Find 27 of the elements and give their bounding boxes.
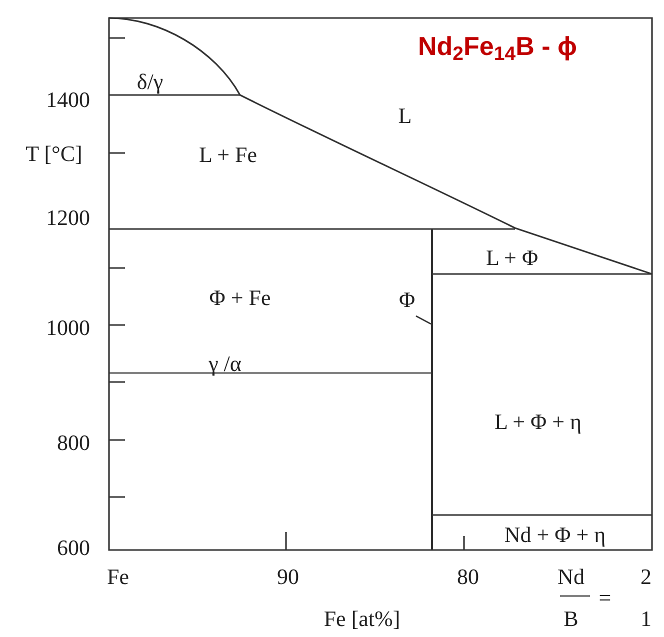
tick-label: 1000	[46, 315, 90, 341]
title: Nd$_{2}$Fe$_{14}$B - ϕ	[418, 30, 577, 62]
tick-label: 800	[57, 430, 90, 456]
tick-label: 80	[457, 564, 479, 590]
ratio-denominator: B	[564, 606, 578, 632]
axis-title: Fe [at%]	[324, 606, 400, 632]
phase-label: L	[398, 103, 412, 129]
phase-label: L + Φ	[486, 245, 538, 271]
phase-label: δ/γ	[136, 69, 164, 95]
ratio-denominator: 1	[640, 606, 652, 632]
ratio-numerator: 2	[640, 564, 652, 590]
phase-label: L + Φ + η	[494, 409, 582, 435]
leader-line	[416, 315, 432, 325]
phase-label: Φ	[394, 286, 420, 314]
phase-label: Φ + Fe	[209, 285, 271, 311]
tick-label: Fe	[107, 564, 129, 590]
tick-label: 90	[277, 564, 299, 590]
tick-label: 1400	[46, 87, 90, 113]
tick-label: 600	[57, 535, 90, 561]
axis-title: T [°C]	[26, 141, 82, 167]
equals-sign: =	[598, 585, 612, 611]
phase-boundary-line	[431, 229, 433, 550]
ratio-numerator: Nd	[558, 564, 584, 590]
tick-label: 1200	[46, 205, 90, 231]
phase-label: γ /α	[208, 351, 242, 377]
phase-label: Nd + Φ + η	[504, 522, 606, 548]
phase-label: L + Fe	[198, 142, 258, 168]
